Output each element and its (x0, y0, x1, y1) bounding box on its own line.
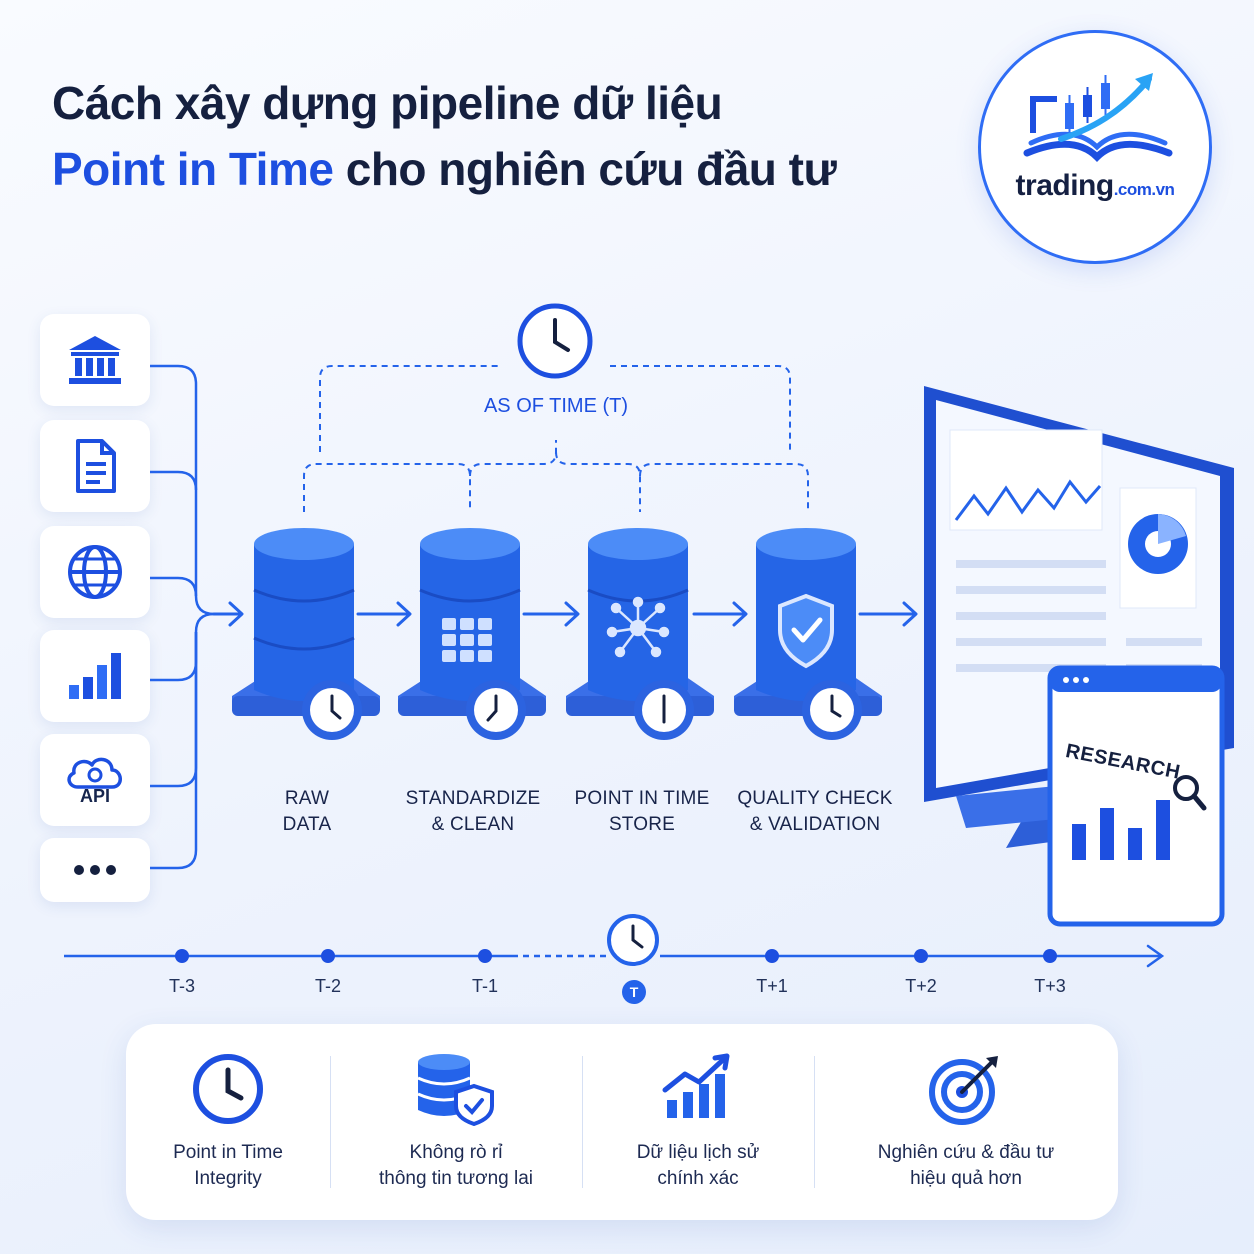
stage-label-standardize: STANDARDIZE& CLEAN (405, 788, 541, 835)
brand-logo: trading.com.vn (978, 30, 1212, 264)
tick-t-plus-1: T+1 (756, 976, 788, 996)
growth-chart-icon (662, 1053, 730, 1118)
bar-chart-icon (69, 653, 121, 699)
tick-t-minus-3: T-3 (168, 976, 195, 996)
tick-t-plus-3: T+3 (1034, 976, 1066, 996)
shield-check-icon (778, 593, 834, 669)
title-line-2: Point in Time cho nghiên cứu đầu tư (52, 136, 837, 202)
database-raw-data (232, 528, 380, 740)
stage-label-quality: QUALITY CHECK& VALIDATION (737, 788, 893, 835)
as-of-time-label: AS OF TIME (T) (483, 395, 629, 417)
clock-icon (193, 1054, 263, 1124)
source-more (40, 838, 150, 902)
bank-icon (69, 336, 121, 384)
title-line-1: Cách xây dựng pipeline dữ liệu (52, 77, 723, 129)
tick-t-minus-2: T-2 (314, 976, 341, 996)
database-pit-store (566, 528, 714, 740)
tick-current-t: T (622, 980, 646, 1004)
more-dots-icon (74, 865, 116, 875)
database-quality-check (734, 528, 882, 740)
target-icon (929, 1056, 998, 1125)
source-document (40, 420, 150, 512)
source-api: API (40, 734, 150, 826)
timeline-axis (64, 914, 1165, 968)
cloud-gear-icon (67, 757, 122, 789)
source-web (40, 526, 150, 618)
source-bank (40, 314, 150, 406)
page-title: Cách xây dựng pipeline dữ liệu Point in … (52, 70, 837, 202)
tick-t-plus-2: T+2 (905, 976, 937, 996)
clock-icon (517, 303, 593, 379)
title-rest: cho nghiên cứu đầu tư (333, 143, 837, 195)
api-label: API (79, 785, 110, 806)
globe-icon (68, 545, 122, 599)
document-icon (76, 439, 116, 493)
book-chart-icon (1023, 73, 1173, 162)
network-icon (606, 596, 670, 658)
source-market-data (40, 630, 150, 722)
database-shield-icon (417, 1054, 494, 1126)
database-standardize (398, 528, 546, 740)
logo-wordmark: trading.com.vn (1015, 169, 1175, 202)
title-accent: Point in Time (52, 143, 334, 195)
grid-icon (442, 618, 492, 662)
research-monitor (924, 386, 1234, 927)
tick-t-minus-1: T-1 (471, 976, 498, 996)
